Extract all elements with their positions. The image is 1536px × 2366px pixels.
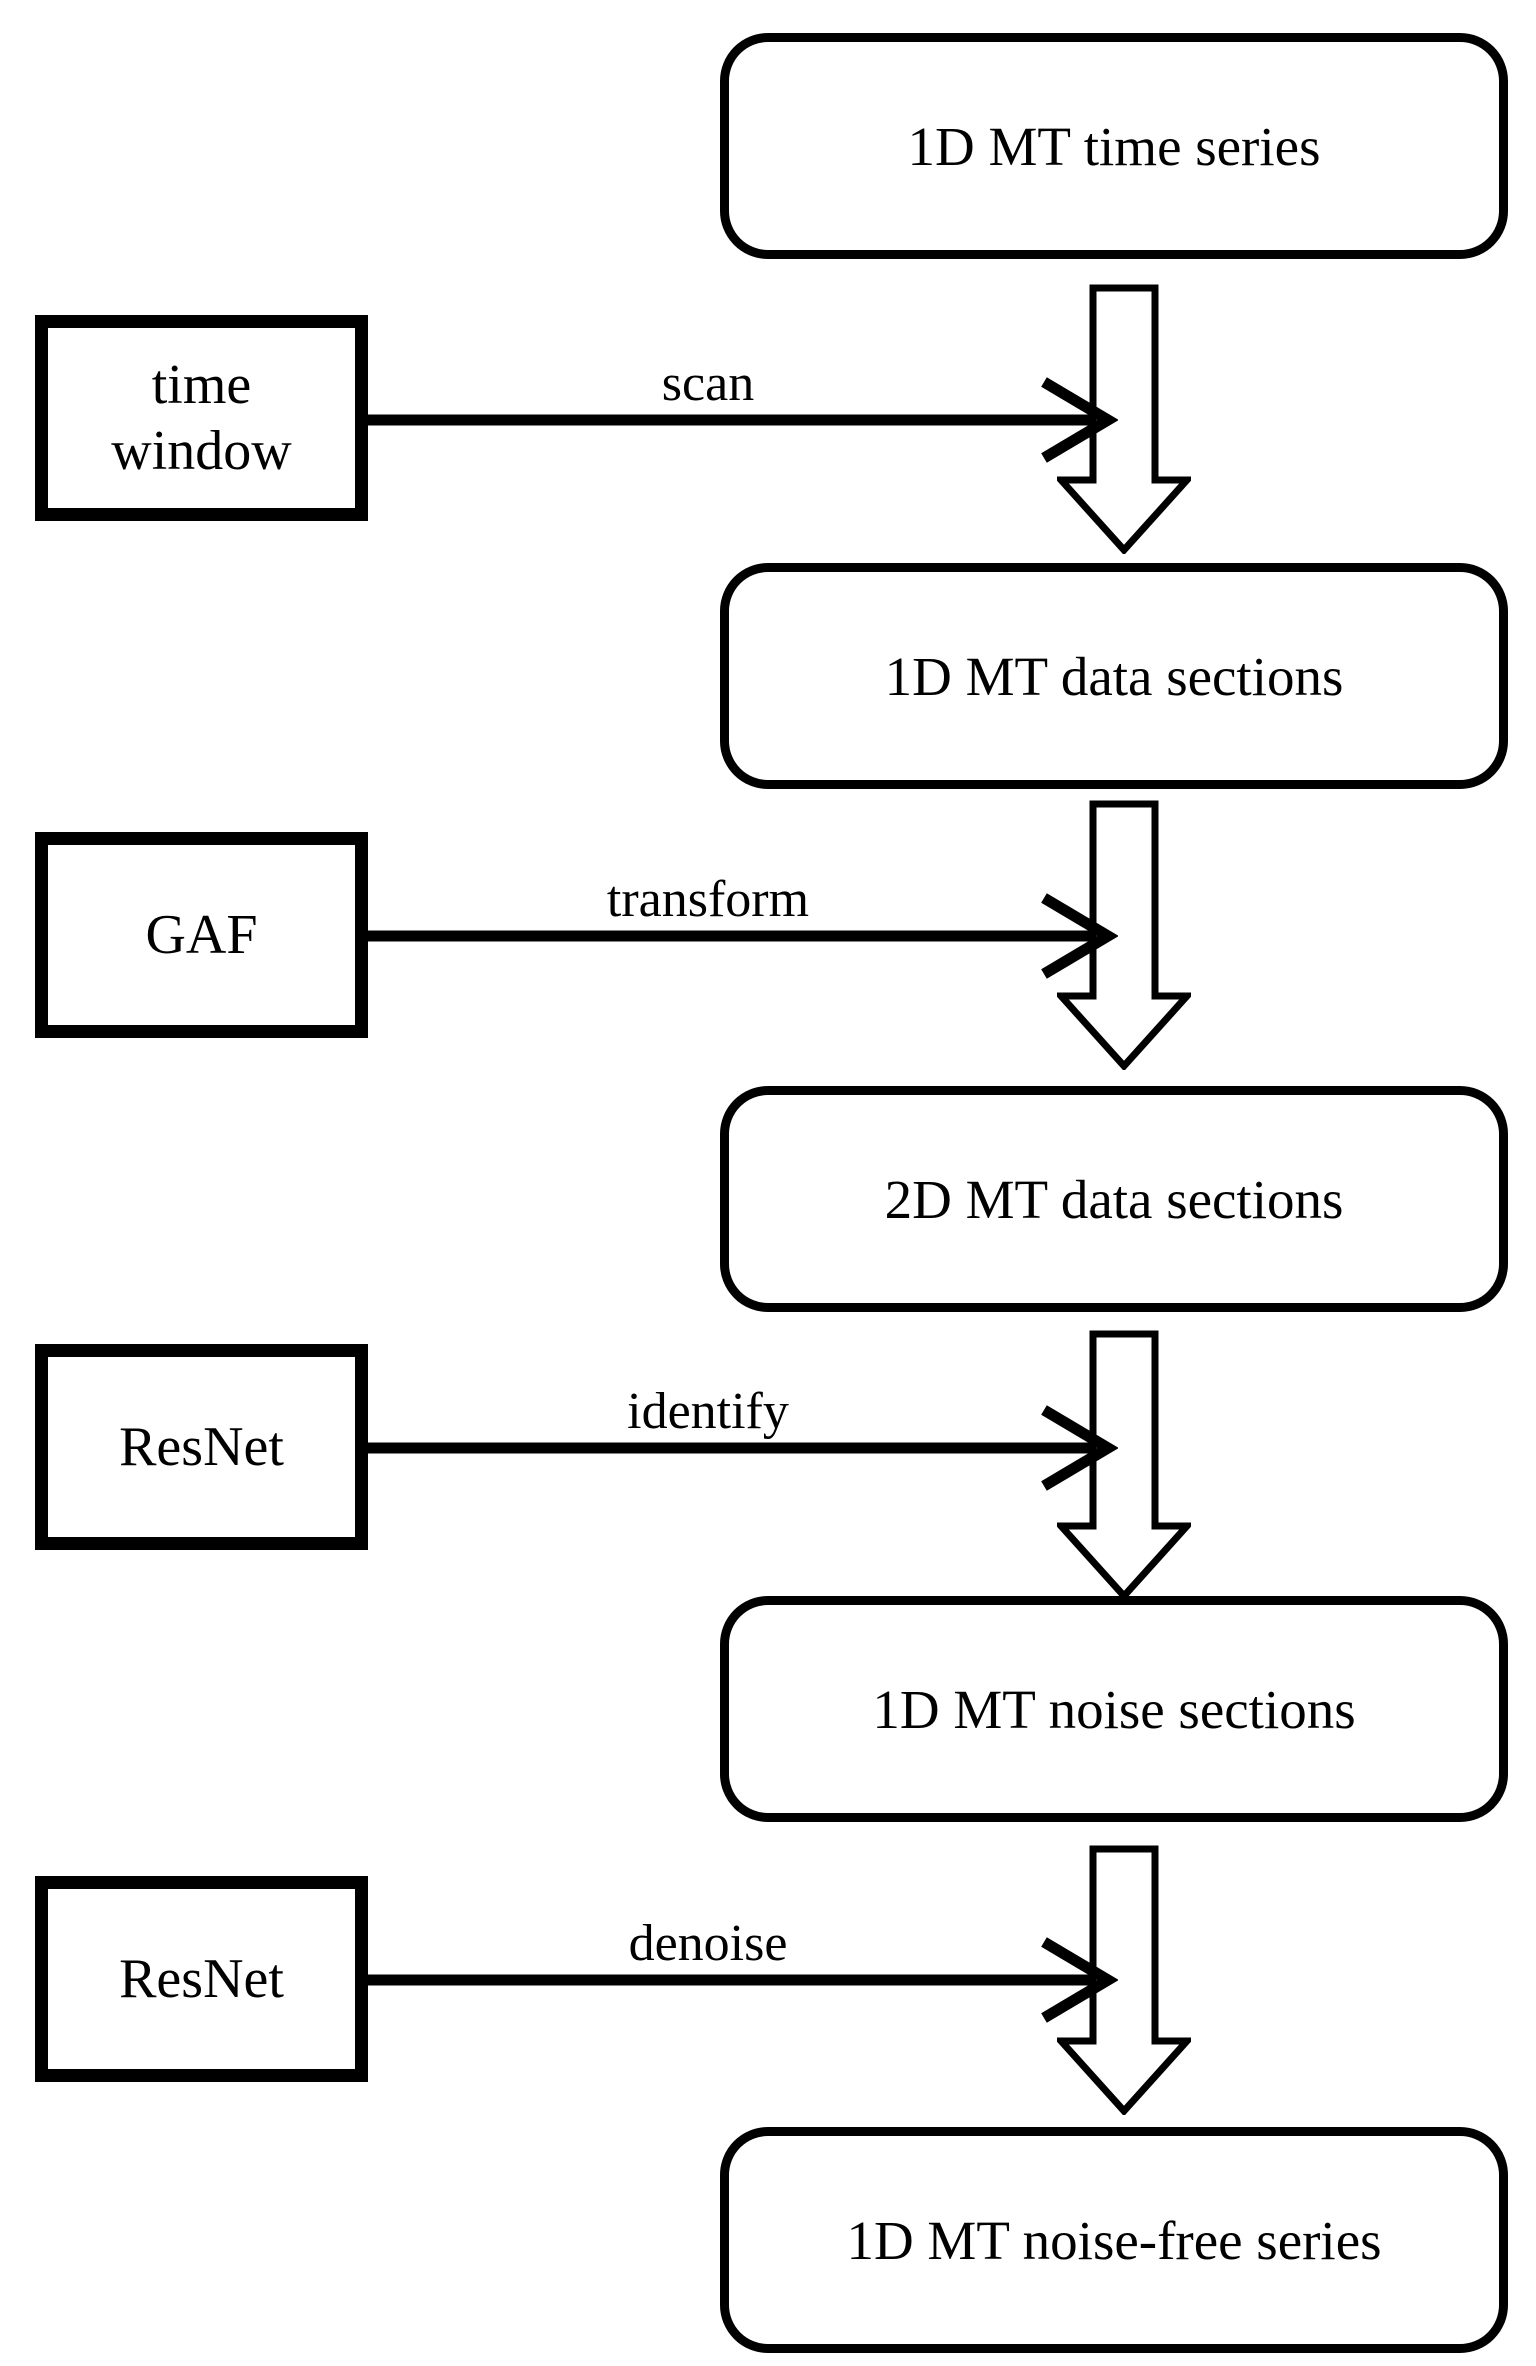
node-label: 1D MT data sections (884, 645, 1344, 707)
identify-arrow-label: identify (627, 1383, 789, 1440)
down-block-arrow-icon (1057, 284, 1191, 554)
denoise-arrow-label: denoise (628, 1915, 788, 1972)
identify-arrow-icon (368, 1405, 1118, 1491)
transform-arrow-icon (368, 893, 1118, 979)
node-1d-mt-time-series: 1D MT time series (720, 33, 1508, 259)
operator-gaf: GAF (35, 832, 368, 1038)
node-label: 1D MT noise sections (872, 1678, 1356, 1740)
node-label: 1D MT noise-free series (846, 2209, 1382, 2271)
operator-label: GAF (145, 904, 258, 966)
down-block-arrow-icon (1057, 800, 1191, 1070)
scan-arrow-label: scan (661, 355, 755, 412)
node-label: 1D MT time series (907, 115, 1321, 177)
down-block-arrow-icon (1057, 1845, 1191, 2115)
operator-label: ResNet (119, 1948, 284, 2010)
node-1d-mt-noise-free-series: 1D MT noise-free series (720, 2127, 1508, 2353)
denoise-arrow-icon (368, 1937, 1118, 2023)
node-1d-mt-noise-sections: 1D MT noise sections (720, 1596, 1508, 1822)
operator-resnet-denoise: ResNet (35, 1876, 368, 2082)
node-label: 2D MT data sections (884, 1168, 1344, 1230)
node-1d-mt-data-sections: 1D MT data sections (720, 563, 1508, 789)
down-block-arrow-icon (1057, 1330, 1191, 1600)
transform-arrow-label: transform (606, 871, 810, 928)
operator-label: ResNet (119, 1416, 284, 1478)
operator-time-window: time window (35, 315, 368, 521)
operator-label: time window (111, 354, 292, 482)
node-2d-mt-data-sections: 2D MT data sections (720, 1086, 1508, 1312)
operator-resnet-identify: ResNet (35, 1344, 368, 1550)
scan-arrow-icon (368, 377, 1118, 463)
